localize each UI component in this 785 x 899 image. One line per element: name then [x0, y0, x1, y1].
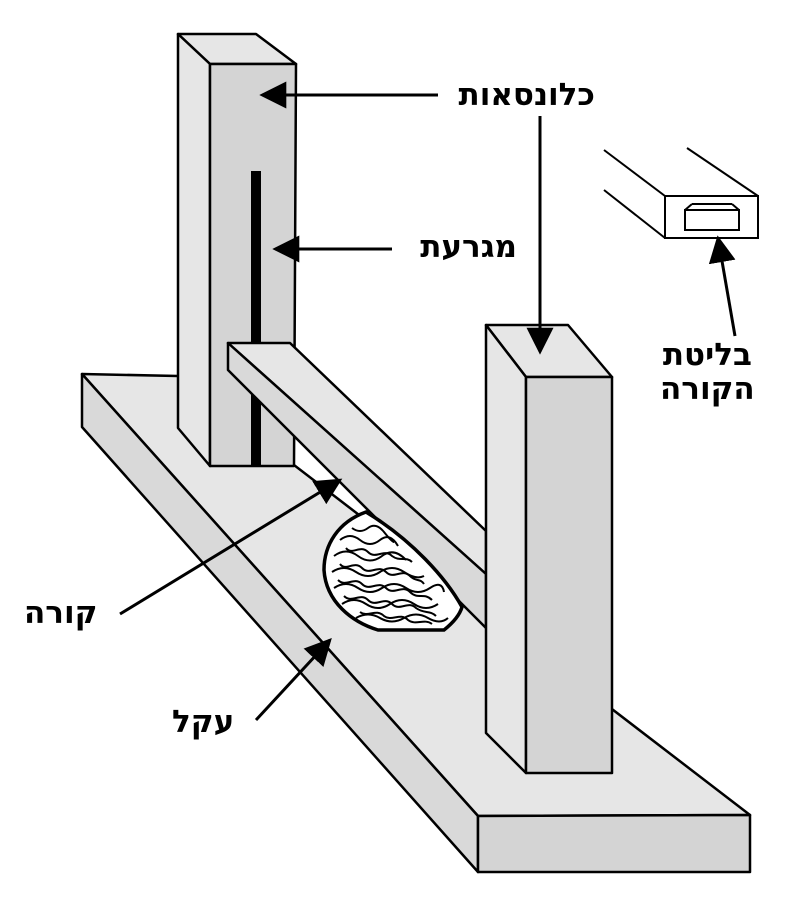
arrow-beam-end [708, 235, 737, 337]
pointer-arrows [119, 81, 737, 722]
arrow-axle [254, 638, 332, 722]
right-column [484, 323, 614, 775]
label-beam-end-line1: בליטת [662, 337, 752, 373]
label-beam-end: בליטת הקורה [660, 338, 755, 406]
label-columns: כלונסאות [458, 77, 595, 113]
label-slot: מגרעת [420, 229, 517, 265]
olive-baskets [322, 510, 464, 632]
beam-end-inset [603, 147, 759, 239]
label-beam-end-line2: הקורה [660, 371, 755, 408]
label-axle: עקל [172, 704, 235, 740]
label-beam: קורה [24, 595, 98, 631]
slot-groove [251, 171, 261, 467]
arrow-beam [119, 478, 343, 616]
